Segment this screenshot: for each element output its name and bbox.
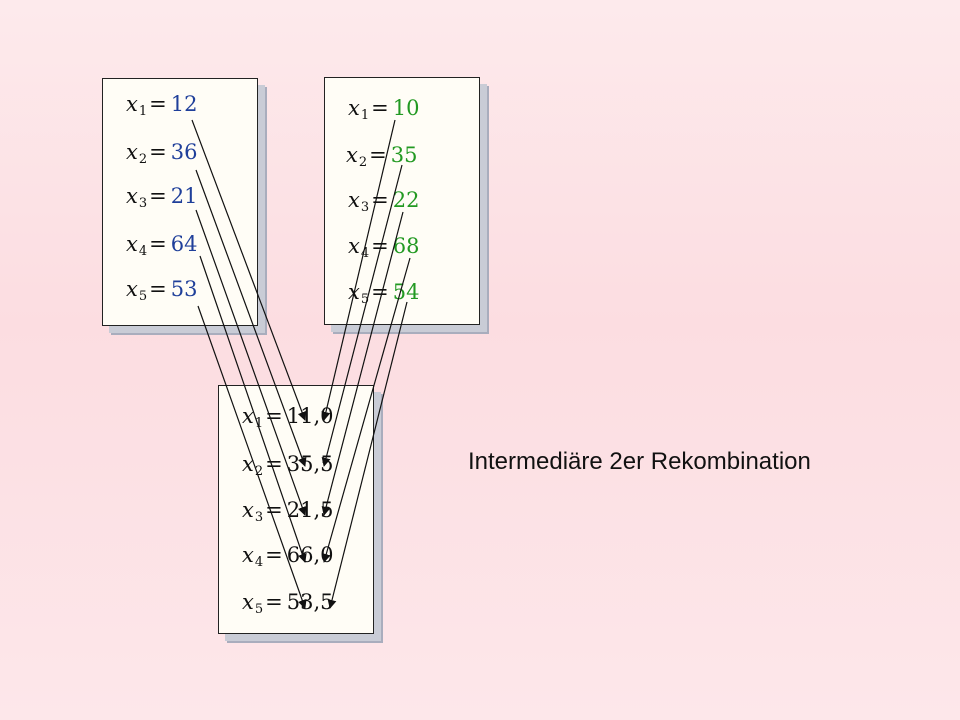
gene-value: 35 <box>390 143 418 167</box>
variable-index: 5 <box>360 292 370 307</box>
parent-a-gene-5: x5=53 <box>126 277 198 304</box>
gene-value: 21 <box>170 184 198 208</box>
variable-index: 4 <box>360 246 370 261</box>
variable-index: 4 <box>254 555 264 570</box>
gene-value: 68 <box>392 234 420 258</box>
child-gene-5: x5=53,5 <box>242 590 334 617</box>
parent-a-gene-4: x4=64 <box>126 232 198 259</box>
variable-label: x <box>126 140 138 164</box>
gene-value: 11,0 <box>286 404 334 428</box>
variable-label: x <box>242 543 254 567</box>
variable-label: x <box>242 498 254 522</box>
parent-b-gene-5: x5=54 <box>348 280 420 307</box>
variable-index: 2 <box>254 464 264 479</box>
parent-b-gene-1: x1=10 <box>348 96 420 123</box>
gene-value: 54 <box>392 280 420 304</box>
gene-value: 53,5 <box>286 590 334 614</box>
variable-index: 5 <box>138 289 148 304</box>
gene-value: 35,5 <box>286 452 334 476</box>
gene-value: 36 <box>170 140 198 164</box>
variable-label: x <box>348 188 360 212</box>
variable-label: x <box>242 590 254 614</box>
variable-label: x <box>126 277 138 301</box>
variable-index: 3 <box>360 200 370 215</box>
gene-value: 22 <box>392 188 420 212</box>
child-gene-2: x2=35,5 <box>242 452 334 479</box>
parent-b-gene-2: x2=35 <box>346 143 418 170</box>
variable-label: x <box>348 234 360 258</box>
variable-index: 5 <box>254 602 264 617</box>
variable-label: x <box>348 96 360 120</box>
variable-label: x <box>348 280 360 304</box>
parent-b-gene-4: x4=68 <box>348 234 420 261</box>
gene-value: 64 <box>170 232 198 256</box>
parent-b-gene-3: x3=22 <box>348 188 420 215</box>
child-gene-1: x1=11,0 <box>242 404 334 431</box>
variable-index: 3 <box>138 196 148 211</box>
variable-index: 2 <box>138 152 148 167</box>
parent-a-gene-3: x3=21 <box>126 184 198 211</box>
variable-index: 2 <box>358 155 368 170</box>
child-gene-3: x3=21,5 <box>242 498 334 525</box>
variable-label: x <box>126 92 138 116</box>
child-gene-4: x4=66,0 <box>242 543 334 570</box>
gene-value: 53 <box>170 277 198 301</box>
variable-label: x <box>126 232 138 256</box>
diagram-caption: Intermediäre 2er Rekombination <box>468 448 811 475</box>
gene-value: 66,0 <box>286 543 334 567</box>
variable-label: x <box>346 143 358 167</box>
variable-index: 4 <box>138 244 148 259</box>
variable-label: x <box>126 184 138 208</box>
parent-a-gene-2: x2=36 <box>126 140 198 167</box>
variable-index: 1 <box>360 108 370 123</box>
variable-index: 1 <box>254 416 264 431</box>
gene-value: 10 <box>392 96 420 120</box>
parent-a-gene-1: x1=12 <box>126 92 198 119</box>
variable-label: x <box>242 404 254 428</box>
gene-value: 21,5 <box>286 498 334 522</box>
variable-index: 1 <box>138 104 148 119</box>
variable-index: 3 <box>254 510 264 525</box>
variable-label: x <box>242 452 254 476</box>
gene-value: 12 <box>170 92 198 116</box>
